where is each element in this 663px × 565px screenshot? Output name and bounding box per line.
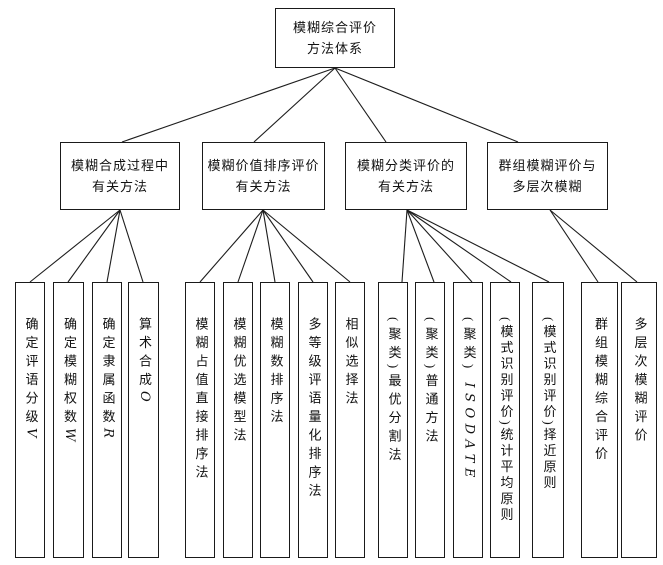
leaf-node-pattern-recognition-statistical-average: (模式识别评价)统计平均原则: [490, 282, 520, 558]
branch-label-line2: 有关方法: [377, 179, 434, 194]
branch-label-line2: 有关方法: [91, 179, 148, 194]
branch-label-line1: 模糊价值排序评价: [207, 157, 320, 173]
branch-label-line1: 模糊分类评价的: [356, 157, 455, 173]
leaf-node-arithmetic-synthesis-o: 算术合成O: [128, 282, 159, 558]
leaf-label: (模式识别评价)统计平均原则: [498, 317, 514, 524]
leaf-label: 算术合成O: [136, 317, 152, 408]
leaf-label: 多层次模糊评价: [632, 317, 648, 447]
branch-node-group-multilevel-fuzzy: 群组模糊评价与 多层次模糊: [487, 142, 608, 210]
leaf-node-clustering-isodate: (聚类) ISODATE: [453, 282, 483, 558]
leaf-node-determine-grade-v: 确定评语分级V: [15, 282, 45, 558]
leaf-label: 模糊优选模型法: [231, 317, 247, 447]
branch-node-fuzzy-classification: 模糊分类评价的 有关方法: [345, 142, 467, 210]
leaf-label: 模糊数排序法: [268, 317, 284, 428]
root-node-fuzzy-evaluation-system: 模糊综合评价 方法体系: [275, 8, 395, 68]
root-node-label-line1: 模糊综合评价: [292, 19, 377, 35]
leaf-label: (聚类)普通方法: [423, 317, 439, 448]
leaf-label: 群组模糊综合评价: [592, 317, 608, 465]
leaf-node-clustering-common-method: (聚类)普通方法: [415, 282, 445, 558]
leaf-node-clustering-optimal-partition: (聚类)最优分割法: [378, 282, 408, 558]
leaf-label: 多等级评语量化排序法: [306, 317, 322, 502]
leaf-label: (聚类) ISODATE: [461, 317, 477, 483]
leaf-label: (聚类)最优分割法: [386, 317, 402, 467]
leaf-label: 模糊占值直接排序法: [193, 317, 209, 484]
leaf-label: 确定隶属函数R: [100, 317, 116, 444]
leaf-node-direct-ranking: 模糊占值直接排序法: [185, 282, 215, 558]
branch-label-line2: 多层次模糊: [512, 179, 583, 194]
branch-label-line1: 群组模糊评价与: [498, 157, 597, 173]
leaf-node-group-fuzzy-comprehensive-evaluation: 群组模糊综合评价: [581, 282, 618, 558]
leaf-node-multilevel-fuzzy-evaluation: 多层次模糊评价: [621, 282, 657, 558]
leaf-label: (模式识别评价)择近原则: [541, 317, 557, 492]
branch-node-fuzzy-synthesis-process: 模糊合成过程中 有关方法: [60, 142, 180, 210]
branch-node-fuzzy-value-ranking: 模糊价值排序评价 有关方法: [202, 142, 325, 210]
leaf-label: 确定模糊权数W: [61, 317, 77, 447]
leaf-label: 确定评语分级V: [23, 317, 39, 443]
leaf-label: 相似选择法: [343, 317, 359, 410]
leaf-node-fuzzy-optimization-model: 模糊优选模型法: [223, 282, 253, 558]
leaf-node-multigrade-quantified-ranking: 多等级评语量化排序法: [298, 282, 328, 558]
leaf-node-determine-membership-r: 确定隶属函数R: [92, 282, 122, 558]
leaf-node-determine-weight-w: 确定模糊权数W: [53, 282, 84, 558]
branch-label-line1: 模糊合成过程中: [70, 157, 169, 173]
leaf-node-similarity-selection: 相似选择法: [335, 282, 365, 558]
leaf-node-fuzzy-number-ranking: 模糊数排序法: [260, 282, 290, 558]
branch-label-line2: 有关方法: [235, 179, 292, 194]
leaf-node-pattern-recognition-closeness-principle: (模式识别评价)择近原则: [532, 282, 564, 558]
root-node-label-line2: 方法体系: [306, 41, 363, 56]
